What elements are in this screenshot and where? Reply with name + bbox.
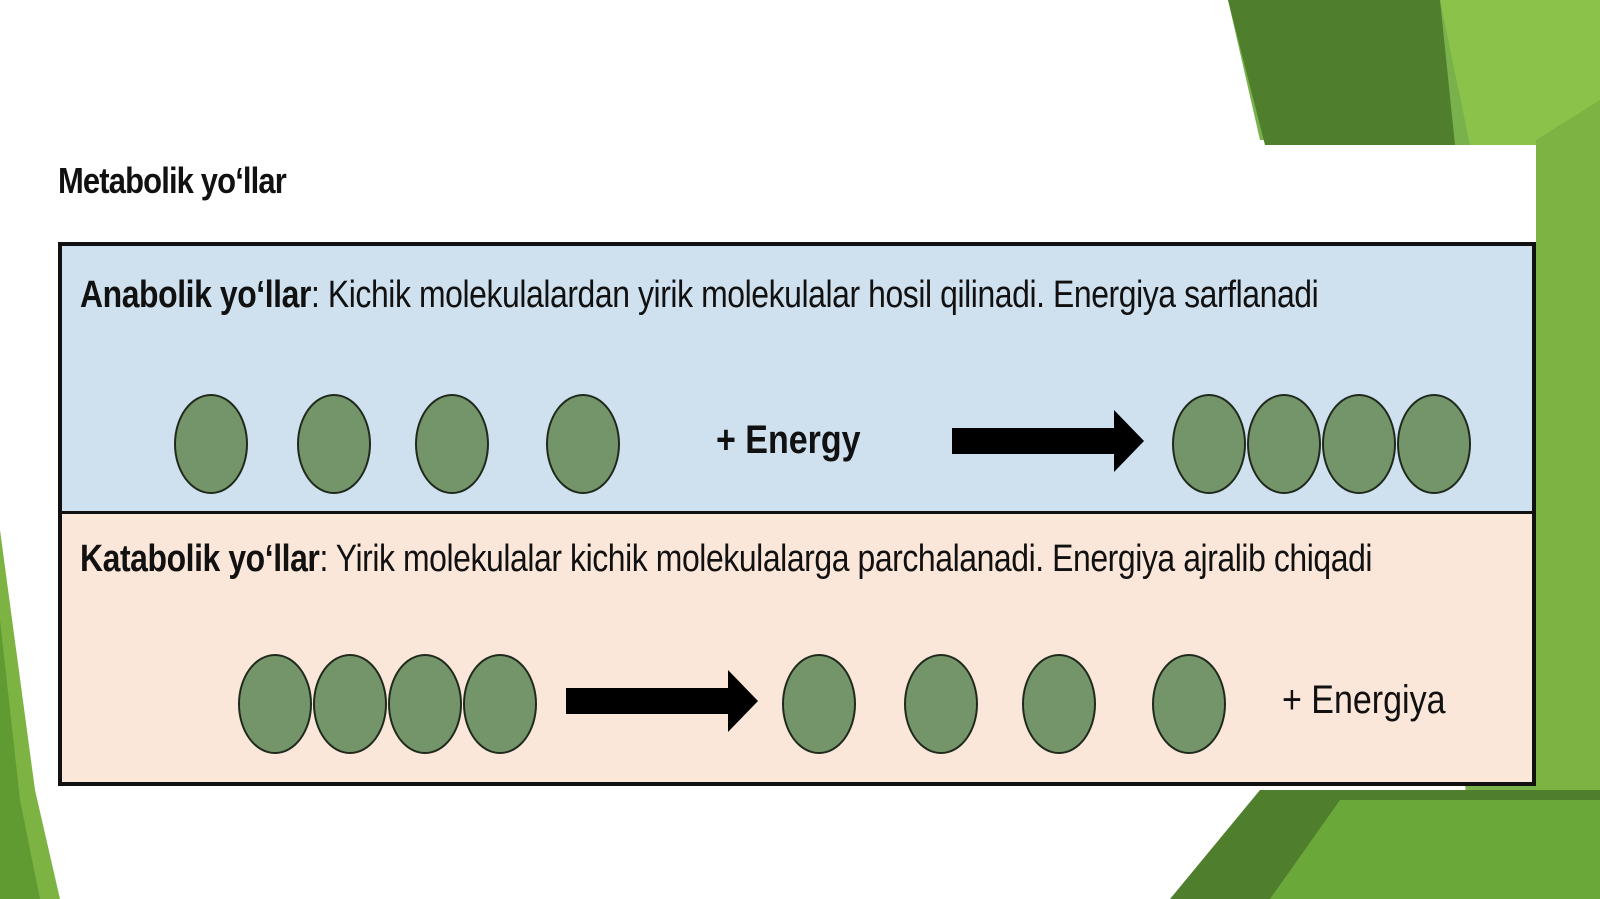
catabolic-term: Katabolik yo‘llar xyxy=(80,538,320,580)
anabolic-small-molecule-2 xyxy=(297,394,371,494)
catabolic-description-text: : Yirik molekulalar kichik molekulalarga… xyxy=(319,538,1373,580)
anabolic-chain-molecule-2 xyxy=(1247,394,1321,494)
anabolic-description: Anabolik yo‘llar: Kichik molekulalardan … xyxy=(80,274,1319,317)
catabolic-small-molecule-2 xyxy=(904,654,978,754)
catabolic-panel: Katabolik yo‘llar: Yirik molekulalar kic… xyxy=(58,514,1536,786)
catabolic-small-molecule-4 xyxy=(1152,654,1226,754)
catabolic-small-molecule-1 xyxy=(782,654,856,754)
anabolic-small-molecule-3 xyxy=(415,394,489,494)
anabolic-energy-label: + Energy xyxy=(716,418,861,462)
anabolic-description-text: : Kichik molekulalardan yirik molekulala… xyxy=(310,274,1319,316)
anabolic-small-molecule-1 xyxy=(174,394,248,494)
panel-divider xyxy=(58,511,1536,515)
catabolic-small-molecule-3 xyxy=(1022,654,1096,754)
anabolic-term: Anabolik yo‘llar xyxy=(80,274,311,316)
catabolic-arrow-icon xyxy=(566,670,758,732)
catabolic-chain-molecule-1 xyxy=(238,654,312,754)
catabolic-chain-molecule-4 xyxy=(463,654,537,754)
anabolic-arrow-icon xyxy=(952,410,1144,472)
catabolic-energy-label: + Energiya xyxy=(1282,678,1446,722)
catabolic-description: Katabolik yo‘llar: Yirik molekulalar kic… xyxy=(80,538,1373,581)
catabolic-chain-molecule-3 xyxy=(388,654,462,754)
anabolic-panel: Anabolik yo‘llar: Kichik molekulalardan … xyxy=(58,242,1536,518)
catabolic-chain-molecule-2 xyxy=(313,654,387,754)
slide-title: Metabolik yo‘llar xyxy=(58,160,287,201)
anabolic-chain-molecule-4 xyxy=(1397,394,1471,494)
anabolic-chain-molecule-1 xyxy=(1172,394,1246,494)
anabolic-chain-molecule-3 xyxy=(1322,394,1396,494)
anabolic-small-molecule-4 xyxy=(546,394,620,494)
